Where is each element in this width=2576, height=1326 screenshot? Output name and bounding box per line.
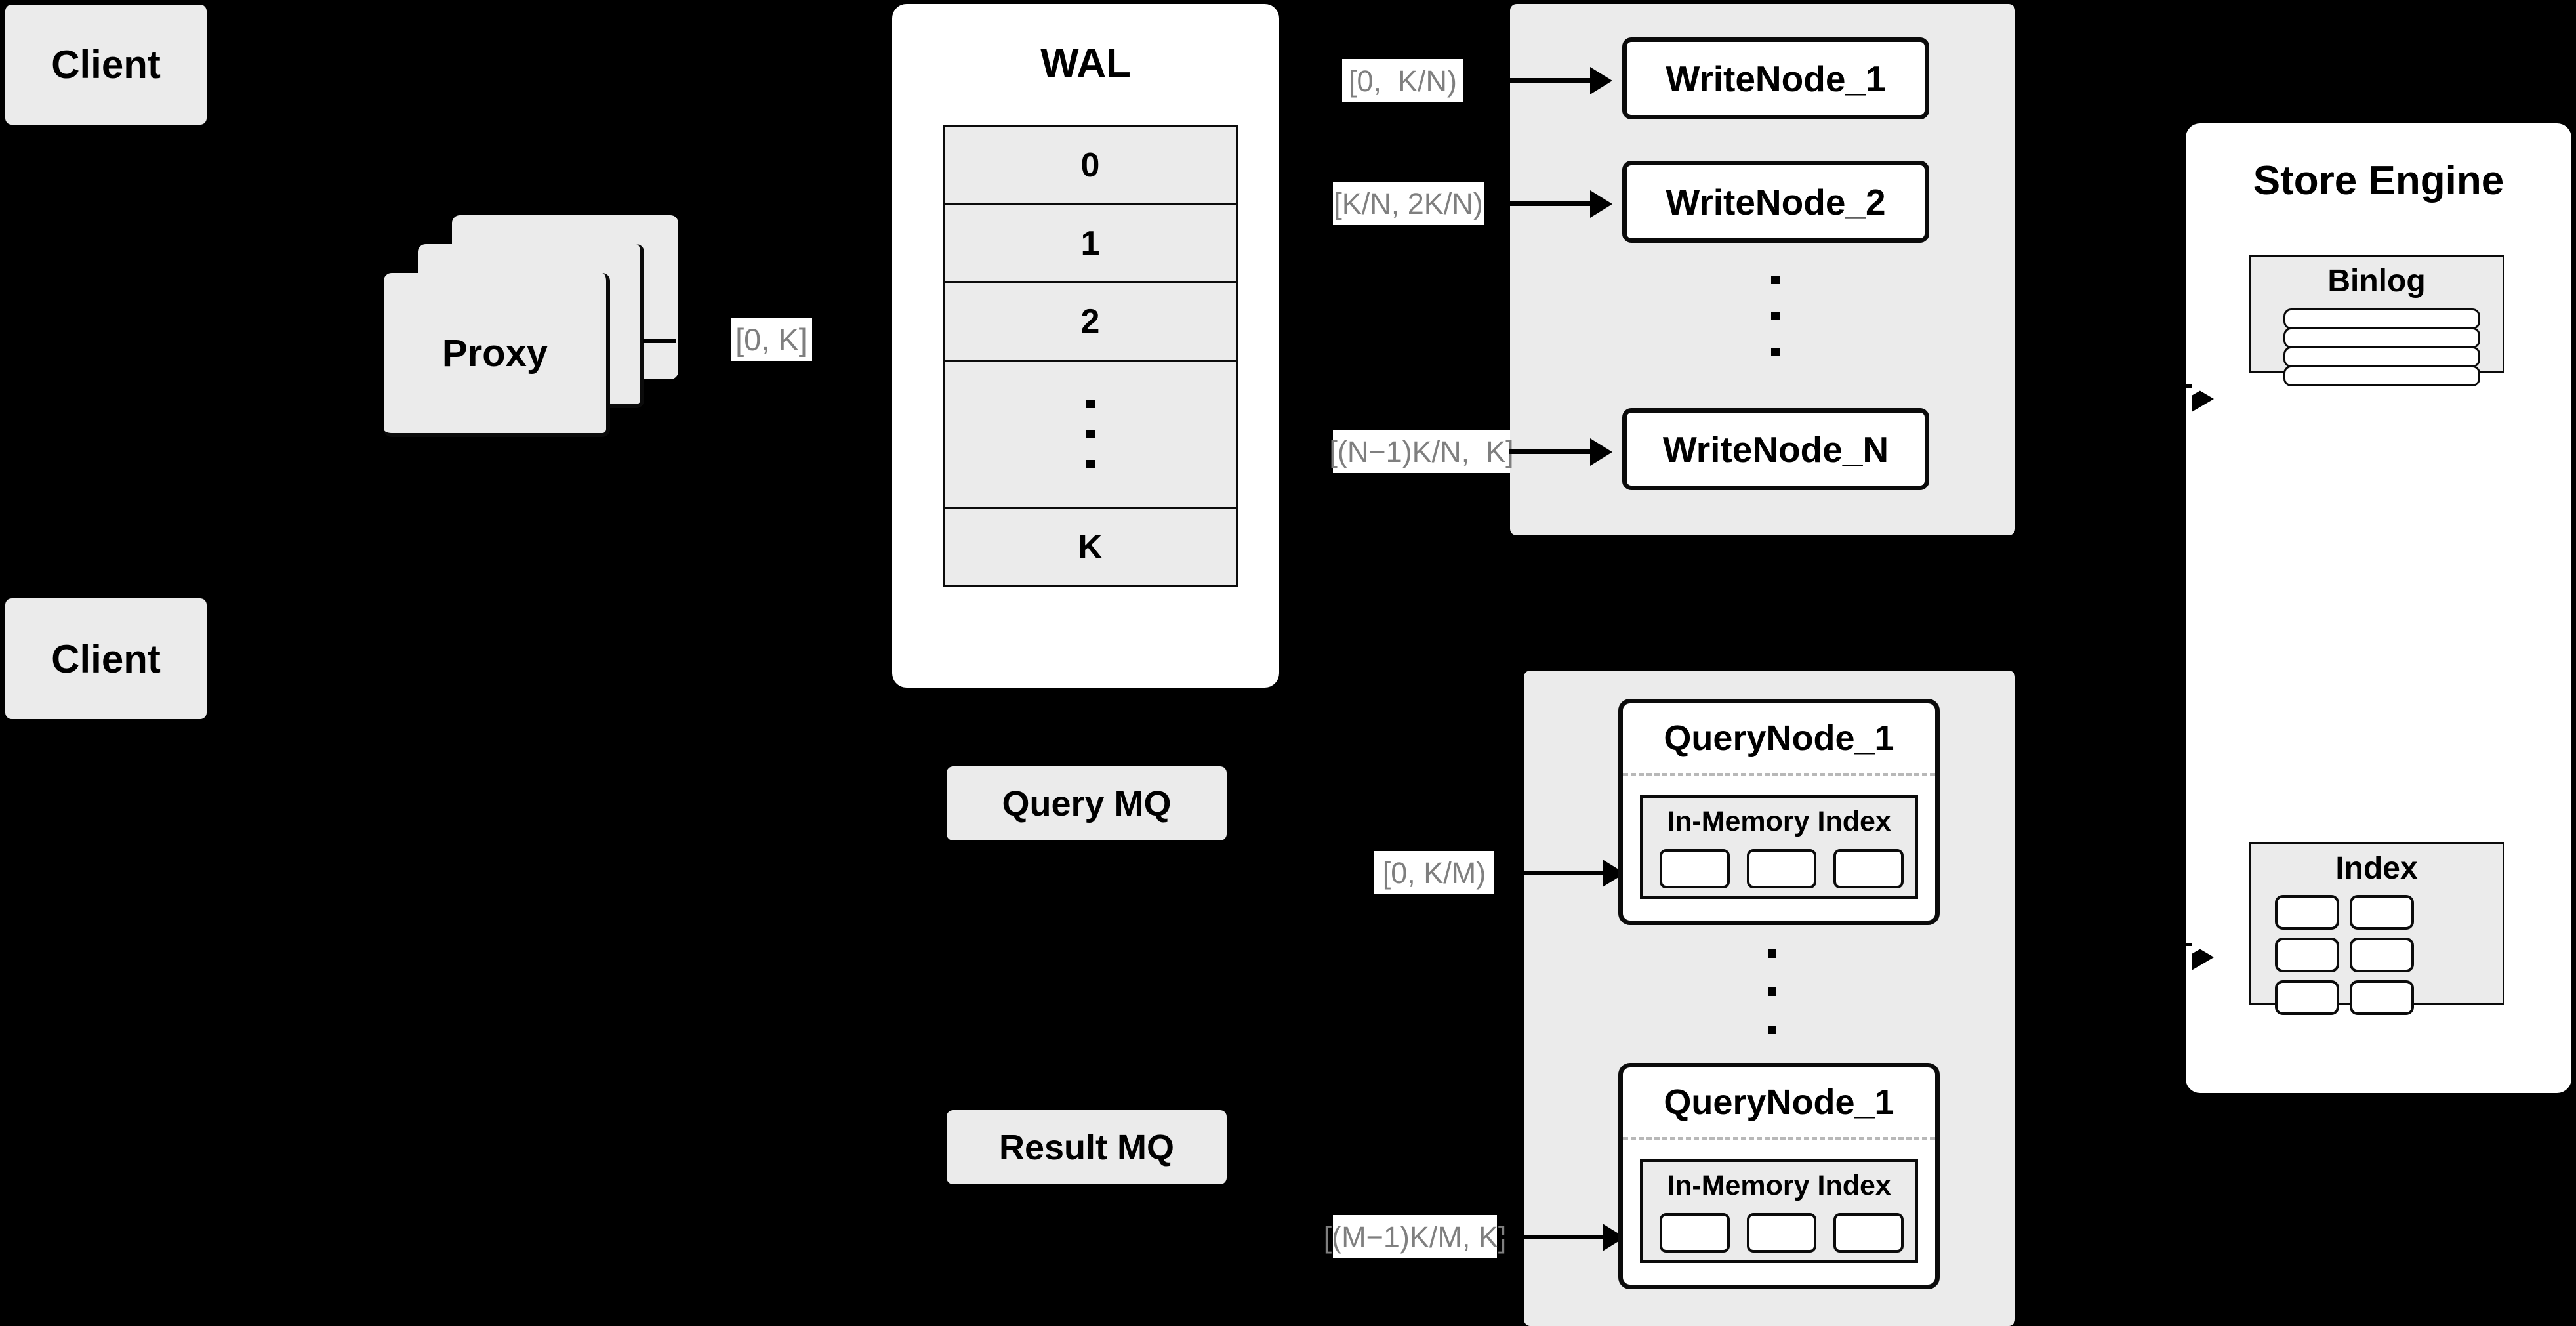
client-node-2-label: Client — [51, 636, 161, 681]
write-node-n-label: WriteNode_N — [1662, 428, 1889, 470]
edge-label-wal-to-writenode-1: [0, K/N) — [1342, 59, 1463, 102]
arrowhead-writenode-1 — [1590, 67, 1612, 94]
store-engine-panel: Store Engine Binlog Index — [2186, 123, 2571, 1093]
query-mq-node[interactable]: Query MQ — [947, 766, 1227, 840]
proxy-label: Proxy — [441, 331, 548, 375]
arrow-mq-to-querynode-1 — [1494, 871, 1604, 875]
write-cluster-ellipsis — [1771, 276, 1784, 394]
index-box: Index — [2249, 842, 2504, 1015]
proxy-card-front[interactable]: Proxy — [384, 273, 610, 437]
query-node-m-index-title: In-Memory Index — [1667, 1170, 1891, 1201]
query-mq-label: Query MQ — [1002, 783, 1172, 823]
query-node-1[interactable]: QueryNode_1 In-Memory Index — [1618, 699, 1940, 925]
binlog-row[interactable] — [2283, 308, 2480, 329]
wal-slot[interactable]: 1 — [943, 203, 1238, 283]
ellipsis-dot — [1768, 1026, 1776, 1034]
ellipsis-dot — [1086, 460, 1095, 468]
edge-label-wal-to-writenode-n: [(N−1)K/N, K] — [1329, 430, 1514, 473]
wal-slot-ellipsis — [943, 360, 1238, 509]
ellipsis-dot — [1768, 987, 1776, 996]
wal-panel: WAL 0 1 2 K — [892, 4, 1279, 688]
store-engine-title: Store Engine — [2253, 158, 2504, 203]
query-node-m-in-memory-index: In-Memory Index — [1640, 1159, 1918, 1263]
query-node-1-label: QueryNode_1 — [1664, 718, 1894, 758]
arrow-to-index — [2161, 943, 2192, 946]
ellipsis-dot — [1086, 430, 1095, 438]
wal-slot[interactable]: 2 — [943, 281, 1238, 362]
index-cell[interactable] — [2350, 895, 2414, 930]
arrowhead-writenode-n — [1590, 438, 1612, 466]
ellipsis-dot — [1086, 400, 1095, 408]
ellipsis-dot — [1771, 276, 1780, 284]
index-title: Index — [2335, 851, 2418, 886]
edge-label-wal-to-writenode-2: [K/N, 2K/N) — [1333, 182, 1484, 225]
client-node-1-label: Client — [51, 43, 161, 87]
query-node-1-in-memory-index: In-Memory Index — [1640, 795, 1918, 899]
arrow-wal-to-writenode-2 — [1484, 201, 1591, 206]
binlog-row[interactable] — [2283, 327, 2480, 348]
arrow-wal-to-writenode-n — [1509, 449, 1591, 454]
ellipsis-dot — [1768, 949, 1776, 958]
query-node-1-divider — [1623, 773, 1935, 776]
arrow-to-binlog — [2161, 384, 2192, 388]
arrowhead-writenode-2 — [1590, 190, 1612, 218]
index-cell[interactable] — [1746, 1213, 1817, 1253]
wal-title: WAL — [1040, 41, 1131, 86]
index-cell[interactable] — [2275, 895, 2339, 930]
proxy-stack[interactable]: Proxy — [384, 215, 679, 437]
ellipsis-dot — [1771, 348, 1780, 356]
wal-slot[interactable]: 0 — [943, 125, 1238, 205]
wal-slot-list: 0 1 2 K — [943, 125, 1238, 587]
index-cell[interactable] — [2275, 980, 2339, 1015]
index-grid — [2275, 895, 2485, 1015]
write-node-1-label: WriteNode_1 — [1666, 58, 1886, 99]
query-node-m[interactable]: QueryNode_1 In-Memory Index — [1618, 1063, 1940, 1289]
result-mq-label: Result MQ — [998, 1127, 1175, 1167]
client-node-1[interactable]: Client — [5, 5, 207, 125]
index-cell[interactable] — [1746, 849, 1817, 888]
write-node-2-label: WriteNode_2 — [1666, 181, 1886, 222]
edge-label-mq-to-querynode-1: [0, K/M) — [1374, 851, 1494, 894]
arrow-wal-to-writenode-1 — [1467, 78, 1591, 83]
query-node-1-index-cells — [1660, 849, 1904, 888]
binlog-rows — [2283, 308, 2480, 386]
proxy-to-wal-connector — [643, 339, 676, 343]
index-cell[interactable] — [1660, 849, 1730, 888]
index-cell[interactable] — [1833, 1213, 1904, 1253]
index-cell[interactable] — [1833, 849, 1904, 888]
write-node-n[interactable]: WriteNode_N — [1622, 408, 1929, 490]
wal-slot[interactable]: K — [943, 507, 1238, 587]
ellipsis-dot — [1771, 312, 1780, 320]
binlog-row[interactable] — [2283, 346, 2480, 367]
index-cell[interactable] — [1660, 1213, 1730, 1253]
edge-label-mq-to-querynode-m: [(M−1)K/M, K] — [1324, 1215, 1506, 1258]
write-node-2[interactable]: WriteNode_2 — [1622, 161, 1929, 243]
arrow-mq-to-querynode-m — [1497, 1235, 1604, 1239]
client-node-2[interactable]: Client — [5, 598, 207, 719]
index-cell[interactable] — [2275, 938, 2339, 972]
edge-label-proxy-to-wal: [0, K] — [731, 318, 812, 361]
binlog-box: Binlog — [2249, 255, 2504, 386]
result-mq-node[interactable]: Result MQ — [947, 1110, 1227, 1184]
query-cluster-ellipsis — [1768, 949, 1781, 1067]
binlog-title: Binlog — [2327, 264, 2426, 299]
write-node-1[interactable]: WriteNode_1 — [1622, 37, 1929, 119]
query-node-m-label: QueryNode_1 — [1664, 1083, 1894, 1122]
query-node-1-index-title: In-Memory Index — [1667, 806, 1891, 837]
query-node-m-divider — [1623, 1137, 1935, 1140]
query-node-m-index-cells — [1660, 1213, 1904, 1253]
index-cell[interactable] — [2350, 938, 2414, 972]
binlog-row[interactable] — [2283, 365, 2480, 386]
index-cell[interactable] — [2350, 980, 2414, 1015]
